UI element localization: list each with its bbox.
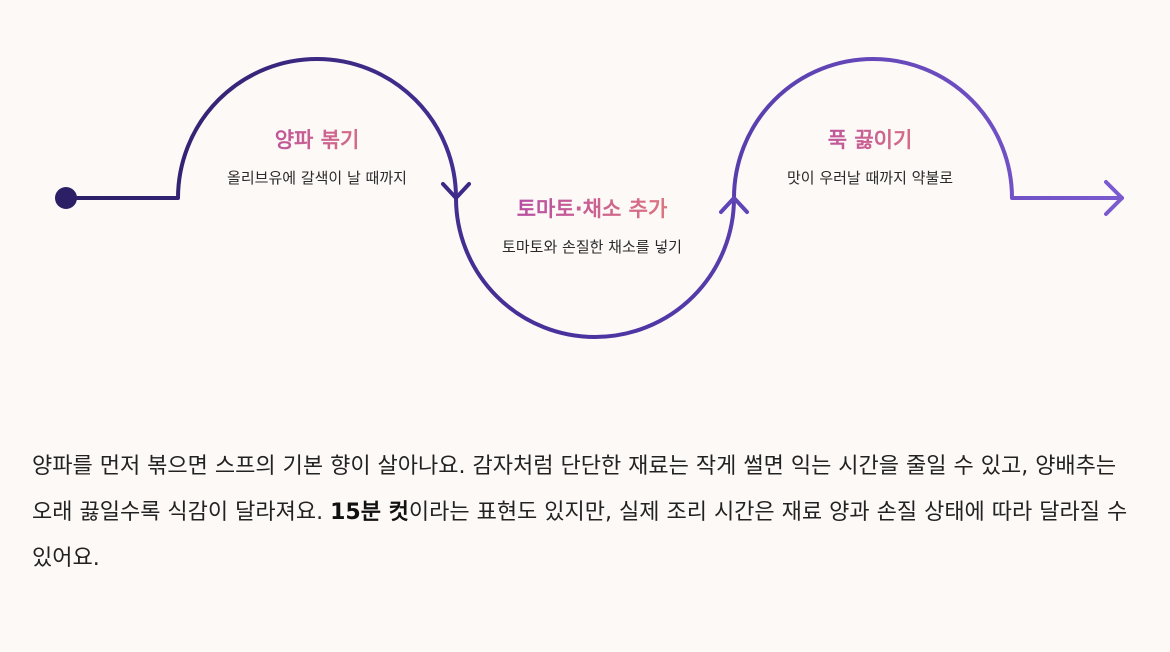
end-arrow-icon bbox=[1104, 180, 1124, 216]
paragraph-emphasis: 15분 컷 bbox=[330, 500, 409, 525]
step-2-desc: 토마토와 손질한 채소를 넣기 bbox=[502, 238, 682, 256]
description-paragraph: 양파를 먼저 볶으면 스프의 기본 향이 살아나요. 감자처럼 단단한 재료는 … bbox=[32, 444, 1142, 582]
step-3-title: 푹 끓이기 bbox=[787, 126, 953, 154]
step-1-title: 양파 볶기 bbox=[227, 126, 407, 154]
process-path bbox=[64, 57, 1124, 339]
down-arrow-icon bbox=[441, 182, 471, 200]
step-3-desc: 맛이 우러날 때까지 약불로 bbox=[786, 169, 954, 187]
process-path-graphic bbox=[55, 57, 1124, 339]
step-2-label: 토마토·채소 추가 토마토와 손질한 채소를 넣기 bbox=[502, 195, 682, 257]
step-2-title: 토마토·채소 추가 bbox=[502, 195, 682, 223]
cooking-process-diagram: 양파 볶기 올리브유에 갈색이 날 때까지 토마토·채소 추가 토마토와 손질한… bbox=[55, 57, 1124, 339]
up-arrow-icon bbox=[719, 196, 749, 214]
paragraph-text-1: 양파를 먼저 볶으면 스프의 기본 향이 살아나요. 감자처럼 단단한 재료는 … bbox=[32, 454, 1117, 525]
step-1-label: 양파 볶기 올리브유에 갈색이 날 때까지 bbox=[227, 126, 407, 188]
paragraph-text-2: 이라는 표현도 있지만, 실제 조리 시간은 재료 양과 손질 상태에 따라 달… bbox=[32, 500, 1128, 571]
step-3-label: 푹 끓이기 맛이 우러날 때까지 약불로 bbox=[787, 126, 953, 188]
step-1-desc: 올리브유에 갈색이 날 때까지 bbox=[227, 169, 407, 187]
